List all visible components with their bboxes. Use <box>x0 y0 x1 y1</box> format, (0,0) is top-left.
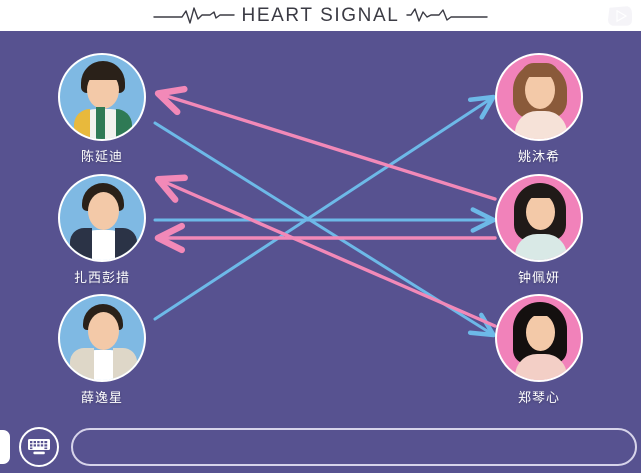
avatar[interactable] <box>58 174 146 262</box>
avatar[interactable] <box>58 53 146 141</box>
person-name: 姚沐希 <box>517 150 560 165</box>
person-card-right-1[interactable]: 姚沐希 <box>490 53 588 165</box>
person-card-left-1[interactable]: 陈延迪 <box>53 53 151 165</box>
person-name: 薛逸星 <box>80 391 123 406</box>
person-card-left-2[interactable]: 扎西彭措 <box>53 174 151 286</box>
play-triangle-icon[interactable] <box>605 3 635 29</box>
header: HEART SIGNAL <box>0 0 641 31</box>
title-group: HEART SIGNAL <box>152 5 490 27</box>
arrow-xueyixing-to-yaomuxi <box>153 94 496 321</box>
avatar[interactable] <box>495 53 583 141</box>
arrow-zhengqinxin-to-zhaxipengcuo <box>154 174 497 328</box>
relationship-graph: 陈延迪 扎西彭措 薛逸星 <box>0 31 641 420</box>
person-card-left-3[interactable]: 薛逸星 <box>53 294 151 406</box>
avatar[interactable] <box>495 294 583 382</box>
page-title: HEART SIGNAL <box>241 4 400 26</box>
keyboard-button[interactable] <box>19 426 59 467</box>
person-name: 陈延迪 <box>80 150 123 165</box>
arrow-yaomuxi-to-chenyandi <box>154 85 497 201</box>
heartbeat-line-icon-right <box>406 7 489 22</box>
heartbeat-line-icon <box>152 6 235 24</box>
avatar[interactable] <box>58 294 146 382</box>
person-card-right-3[interactable]: 郑琴心 <box>490 294 588 406</box>
person-name: 扎西彭措 <box>73 271 130 286</box>
arrow-layer <box>153 85 497 338</box>
nav-handle-icon[interactable] <box>0 429 10 464</box>
message-input[interactable] <box>71 427 637 466</box>
avatar[interactable] <box>495 174 583 262</box>
person-name: 郑琴心 <box>517 391 560 406</box>
person-name: 钟佩妍 <box>517 271 560 286</box>
person-card-right-2[interactable]: 钟佩妍 <box>490 174 588 286</box>
keyboard-icon <box>28 439 50 455</box>
bottom-toolbar <box>0 420 641 473</box>
